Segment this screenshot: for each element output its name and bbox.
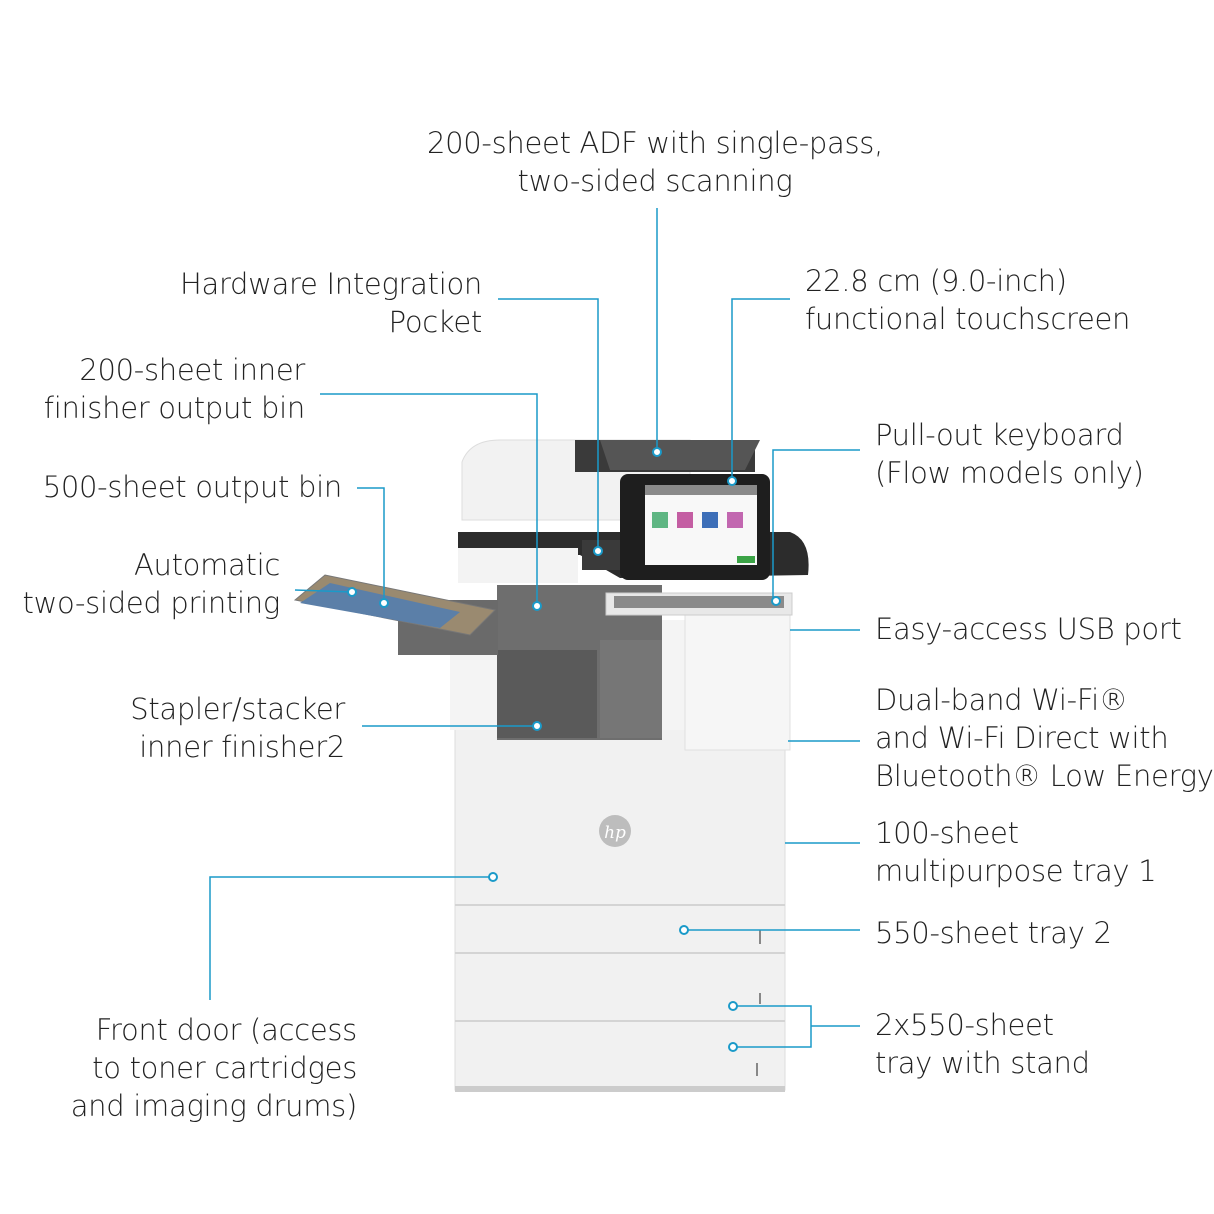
label-adf: 200-sheet ADF with single-pass, two-side… (405, 124, 905, 200)
label-line: Stapler/stacker (130, 692, 345, 726)
label-wifi: Dual-band Wi-Fi® and Wi-Fi Direct with B… (875, 681, 1214, 795)
printer: hp (293, 439, 809, 1092)
label-line: functional touchscreen (805, 302, 1131, 336)
label-line: inner finisher2 (139, 730, 345, 764)
label-output-bin: 500-sheet output bin (42, 468, 343, 506)
label-line: and Wi-Fi Direct with (875, 721, 1169, 755)
label-line: (Flow models only) (875, 456, 1144, 490)
label-line: Easy-access USB port (875, 612, 1182, 646)
label-line: Bluetooth® Low Energy (875, 759, 1214, 793)
label-line: 2x550-sheet (875, 1008, 1054, 1042)
label-tray2: 550-sheet tray 2 (875, 914, 1112, 952)
label-line: Pocket (388, 305, 483, 339)
label-line: Dual-band Wi-Fi® (875, 683, 1128, 717)
label-line: Automatic (133, 548, 280, 582)
leader-lines (209, 208, 860, 1048)
label-inner-finisher-bin: 200-sheet inner finisher output bin (43, 351, 306, 427)
label-line: and imaging drums) (70, 1089, 358, 1123)
label-stapler: Stapler/stacker inner finisher2 (130, 690, 345, 766)
label-line: 22.8 cm (9.0-inch) (805, 264, 1067, 298)
label-duplex: Automatic two-sided printing (22, 546, 281, 622)
label-line: 500-sheet output bin (42, 470, 343, 504)
label-line: multipurpose tray 1 (875, 854, 1157, 888)
label-line: tray with stand (875, 1046, 1090, 1080)
label-line: 100-sheet (875, 816, 1019, 850)
hp-logo: hp (604, 823, 626, 843)
label-line: Front door (access (95, 1013, 358, 1047)
label-line: Hardware Integration (179, 267, 482, 301)
label-touchscreen: 22.8 cm (9.0-inch) functional touchscree… (805, 262, 1130, 338)
label-line: Pull-out keyboard (875, 418, 1124, 452)
label-line: to toner cartridges (92, 1051, 357, 1085)
label-keyboard: Pull-out keyboard (Flow models only) (875, 416, 1144, 492)
label-hardware-integration-pocket: Hardware Integration Pocket (180, 265, 482, 341)
label-line: 200-sheet ADF with single-pass, (426, 126, 884, 160)
label-line: finisher output bin (43, 391, 306, 425)
label-usb: Easy-access USB port (875, 610, 1182, 648)
callout-dots (347, 447, 781, 1052)
label-line: two-sided scanning (517, 164, 793, 198)
label-tray-stand: 2x550-sheet tray with stand (875, 1006, 1090, 1082)
label-line: 200-sheet inner (79, 353, 305, 387)
label-front-door: Front door (access to toner cartridges a… (70, 1011, 358, 1125)
label-line: two-sided printing (22, 586, 281, 620)
label-mp-tray: 100-sheet multipurpose tray 1 (875, 814, 1157, 890)
label-line: 550-sheet tray 2 (875, 916, 1112, 950)
